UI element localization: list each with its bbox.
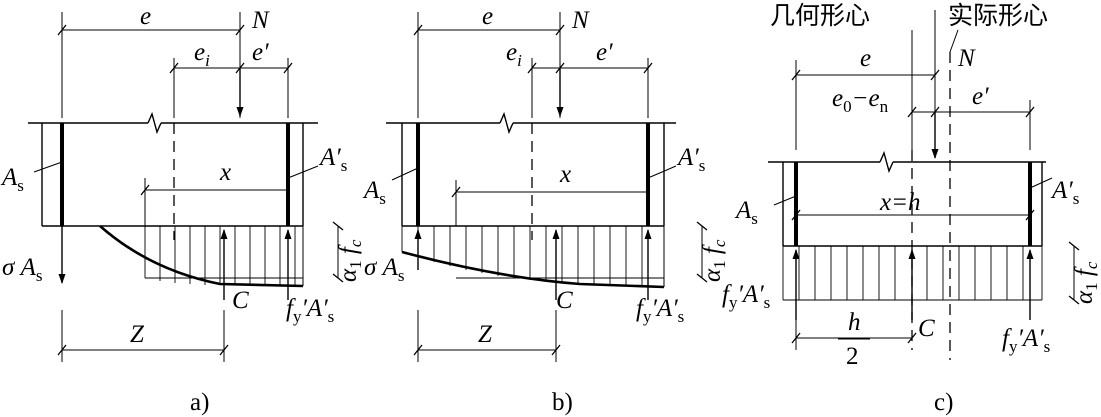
leader-actual (949, 29, 959, 53)
label-Z: Z (130, 321, 145, 348)
label-x-eq-h: x=h (879, 189, 920, 216)
label-As: As (734, 197, 758, 228)
label-fyAs: fy′A′s (636, 295, 684, 326)
leader-As (33, 161, 63, 173)
stress-block-hatch (144, 226, 296, 285)
label-As-prime: A′s (676, 144, 705, 175)
label-C: C (232, 287, 249, 314)
label-As: As (0, 164, 24, 195)
break-mark (499, 111, 514, 135)
break-mark (147, 111, 162, 135)
label-Z: Z (478, 321, 493, 348)
label-alpha-fc: α1 fc (699, 239, 729, 282)
leader-As-prime (1029, 177, 1053, 189)
leader-As (391, 167, 419, 181)
stress-block-hatch (782, 246, 1043, 300)
label-two: 2 (846, 343, 859, 370)
label-N: N (251, 7, 270, 34)
label-geometric-centroid: 几何形心 (770, 1, 870, 30)
stress-curve (401, 250, 665, 289)
caption-b: b) (552, 389, 573, 416)
stress-block-hatch (401, 226, 643, 286)
label-N: N (571, 7, 590, 34)
label-ei: ei (506, 39, 522, 70)
panel-a: e N ei e′ x As A′s (0, 3, 365, 416)
leader-As-prime (287, 165, 319, 179)
label-actual-centroid: 实际形心 (948, 1, 1048, 30)
label-e0-en: e0−en (832, 85, 889, 116)
break-mark (879, 150, 894, 174)
label-ei: ei (194, 39, 210, 70)
caption-c: c) (934, 389, 953, 416)
label-N: N (957, 45, 976, 72)
label-e: e (140, 3, 151, 30)
label-fyAs-right: fy′A′s (1002, 325, 1050, 356)
label-sigma-As: σ As (2, 254, 43, 285)
label-fyAs: fy′A′s (286, 295, 334, 326)
panel-b: e N ei e′ x As A′s (362, 3, 729, 416)
label-eprime: e′ (596, 39, 613, 66)
label-C: C (556, 287, 573, 314)
label-eprime: e′ (252, 39, 269, 66)
label-C: C (918, 315, 935, 342)
label-As: As (362, 177, 386, 208)
label-eprime: e′ (972, 83, 989, 110)
label-x: x (559, 161, 571, 188)
leader-As-prime (647, 165, 677, 179)
label-e: e (482, 3, 493, 30)
label-alpha-fc: α1 fc (335, 239, 365, 282)
leader-As (773, 195, 797, 206)
label-sigma-As: σ As (364, 254, 405, 285)
label-As-prime: A′s (318, 144, 347, 175)
caption-a: a) (190, 389, 209, 416)
label-As-prime: A′s (1050, 177, 1079, 208)
label-alpha-fc: α1 fc (1071, 261, 1101, 304)
label-e: e (860, 45, 871, 72)
label-x: x (219, 159, 231, 186)
label-fyAs-left: fy′A′s (722, 281, 770, 312)
panel-c: 几何形心 实际形心 e N e0−en e′ x=h As A′s (722, 1, 1101, 416)
stress-curve (99, 225, 304, 288)
label-h: h (848, 309, 861, 336)
